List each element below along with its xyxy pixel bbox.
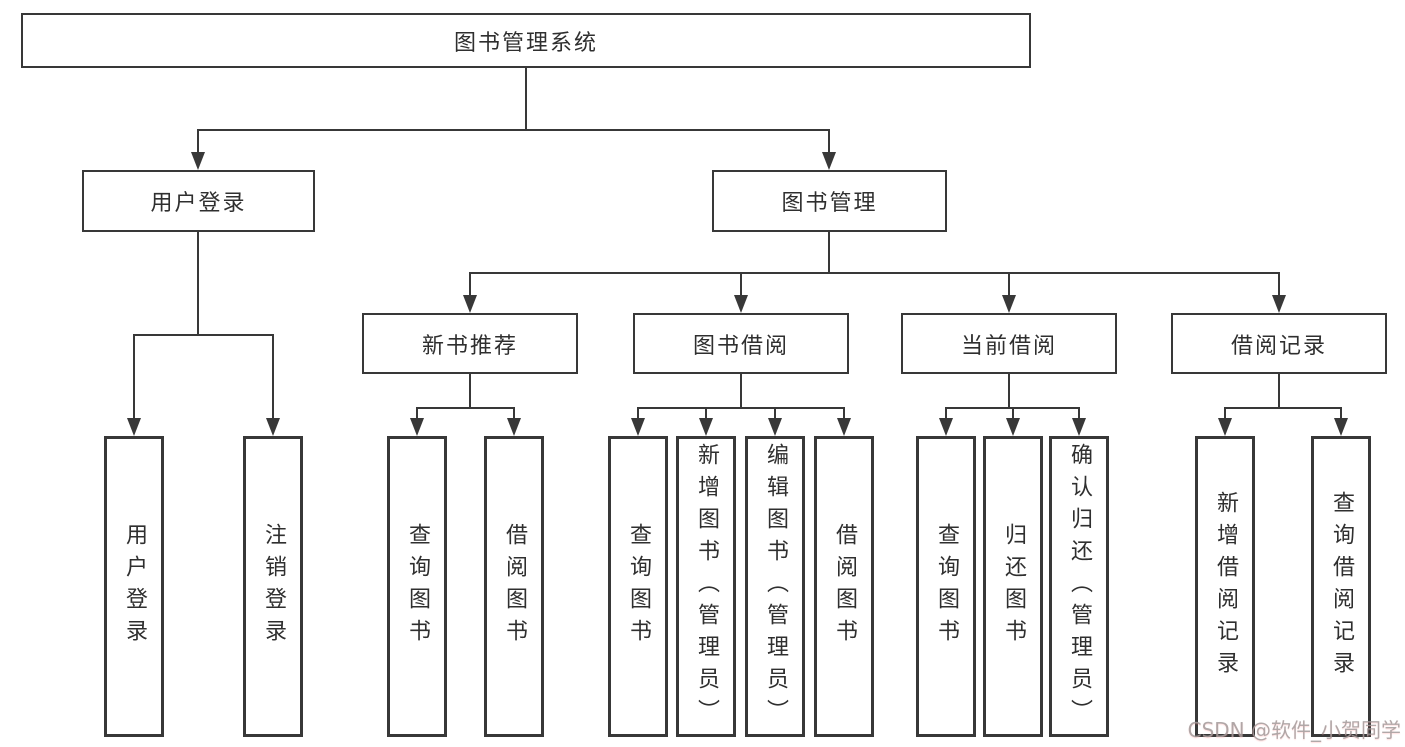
leaf-user-login-label: 用户登录: [122, 522, 147, 651]
arrowhead-down-icon: [822, 152, 836, 170]
node-root: 图书管理系统: [21, 13, 1031, 68]
connector-line: [197, 129, 830, 131]
arrowhead-down-icon: [768, 418, 782, 436]
arrowhead-down-icon: [837, 418, 851, 436]
leaf-newbooks-borrow-label: 借阅图书: [502, 522, 527, 651]
leaf-borrow-borrow: 借阅图书: [814, 436, 874, 737]
connector-line: [133, 334, 135, 420]
connector-line: [1008, 374, 1010, 409]
leaf-borrow-query-label: 查询图书: [626, 522, 651, 651]
leaf-current-return: 归还图书: [983, 436, 1043, 737]
connector-line: [637, 407, 845, 409]
arrowhead-down-icon: [410, 418, 424, 436]
connector-line: [1012, 407, 1014, 419]
connector-line: [740, 374, 742, 409]
arrowhead-down-icon: [631, 418, 645, 436]
node-user-login: 用户登录: [82, 170, 315, 232]
connector-line: [1224, 407, 1342, 409]
connector-line: [525, 68, 527, 131]
leaf-user-login: 用户登录: [104, 436, 164, 737]
leaf-records-add: 新增借阅记录: [1195, 436, 1255, 737]
connector-line: [774, 407, 776, 419]
leaf-borrow-edit-admin-label: 编辑图书（管理员）: [763, 442, 788, 731]
node-book-borrow: 图书借阅: [633, 313, 849, 374]
node-book-management: 图书管理: [712, 170, 947, 232]
connector-line: [133, 334, 274, 336]
node-book-management-label: 图书管理: [781, 191, 878, 216]
leaf-current-return-label: 归还图书: [1001, 522, 1026, 651]
arrowhead-down-icon: [1006, 418, 1020, 436]
leaf-borrow-borrow-label: 借阅图书: [832, 522, 857, 651]
leaf-current-query-label: 查询图书: [934, 522, 959, 651]
connector-line: [705, 407, 707, 419]
leaf-current-confirm-admin: 确认归还（管理员）: [1049, 436, 1109, 737]
leaf-logout-label: 注销登录: [261, 522, 286, 651]
node-user-login-label: 用户登录: [150, 191, 247, 216]
node-root-label: 图书管理系统: [453, 30, 598, 56]
connector-line: [828, 232, 830, 274]
arrowhead-down-icon: [1072, 418, 1086, 436]
connector-line: [637, 407, 639, 419]
leaf-borrow-add-admin: 新增图书（管理员）: [676, 436, 736, 737]
leaf-newbooks-query: 查询图书: [387, 436, 447, 737]
arrowhead-down-icon: [191, 152, 205, 170]
connector-line: [469, 272, 471, 296]
node-borrow-records: 借阅记录: [1171, 313, 1387, 374]
leaf-newbooks-borrow: 借阅图书: [484, 436, 544, 737]
node-borrow-records-label: 借阅记录: [1230, 333, 1327, 359]
arrowhead-down-icon: [734, 295, 748, 313]
leaf-borrow-query: 查询图书: [608, 436, 668, 737]
arrowhead-down-icon: [699, 418, 713, 436]
connector-line: [828, 129, 830, 153]
connector-line: [945, 407, 947, 419]
arrowhead-down-icon: [1334, 418, 1348, 436]
leaf-borrow-add-admin-label: 新增图书（管理员）: [694, 442, 719, 731]
connector-line: [416, 407, 515, 409]
leaf-current-query: 查询图书: [916, 436, 976, 737]
connector-line: [272, 334, 274, 420]
node-current-borrow: 当前借阅: [901, 313, 1117, 374]
leaf-records-query: 查询借阅记录: [1311, 436, 1371, 737]
leaf-newbooks-query-label: 查询图书: [405, 522, 430, 651]
connector-line: [740, 272, 742, 296]
leaf-borrow-edit-admin: 编辑图书（管理员）: [745, 436, 805, 737]
connector-line: [1340, 407, 1342, 419]
leaf-records-query-label: 查询借阅记录: [1329, 490, 1354, 683]
connector-line: [1008, 272, 1010, 296]
arrowhead-down-icon: [1272, 295, 1286, 313]
arrowhead-down-icon: [939, 418, 953, 436]
leaf-logout: 注销登录: [243, 436, 303, 737]
connector-line: [513, 407, 515, 419]
node-current-borrow-label: 当前借阅: [960, 333, 1057, 359]
leaf-records-add-label: 新增借阅记录: [1213, 490, 1238, 683]
leaf-current-confirm-admin-label: 确认归还（管理员）: [1067, 442, 1092, 731]
node-new-book-recommend: 新书推荐: [362, 313, 578, 374]
arrowhead-down-icon: [1002, 295, 1016, 313]
arrowhead-down-icon: [463, 295, 477, 313]
arrowhead-down-icon: [266, 418, 280, 436]
connector-line: [469, 272, 1280, 274]
connector-line: [1278, 272, 1280, 296]
arrowhead-down-icon: [127, 418, 141, 436]
node-new-book-recommend-label: 新书推荐: [421, 333, 518, 359]
node-book-borrow-label: 图书借阅: [692, 333, 789, 359]
arrowhead-down-icon: [1218, 418, 1232, 436]
watermark: CSDN @软件_小贺同学: [1187, 718, 1401, 742]
connector-line: [843, 407, 845, 419]
arrowhead-down-icon: [507, 418, 521, 436]
connector-line: [1278, 374, 1280, 409]
connector-line: [416, 407, 418, 419]
connector-line: [1078, 407, 1080, 419]
connector-line: [469, 374, 471, 409]
connector-line: [1224, 407, 1226, 419]
connector-line: [197, 129, 199, 153]
connector-line: [197, 232, 199, 336]
